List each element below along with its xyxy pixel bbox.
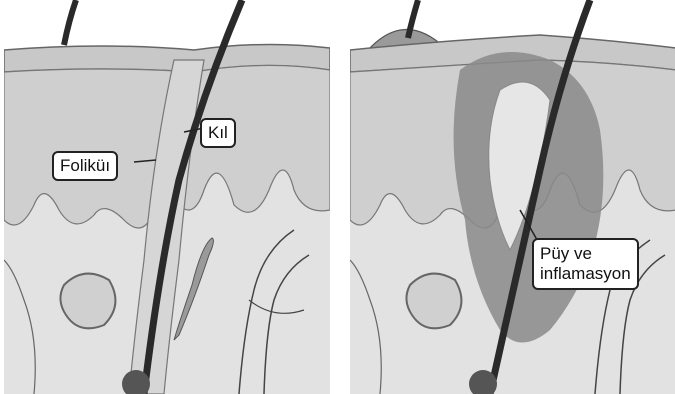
healthy-skin-illustration [4, 0, 330, 394]
panel-divider [330, 0, 350, 394]
sebaceous-gland [406, 274, 461, 329]
hair-label-text: Kıl [208, 123, 228, 142]
pus-label-line2: inflamasyon [540, 264, 631, 284]
inflamed-skin-illustration [350, 0, 675, 394]
follicle-label-text: Foliküı [60, 156, 110, 175]
pus-label-line1: Püy ve [540, 244, 631, 264]
hair-label: Kıl [200, 118, 236, 148]
healthy-follicle-panel [4, 0, 330, 394]
pus-inflammation-label: Püy ve inflamasyon [532, 238, 639, 290]
sebaceous-gland [60, 274, 115, 329]
inflamed-follicle-panel [350, 0, 675, 394]
follicle-label: Foliküı [52, 151, 118, 181]
